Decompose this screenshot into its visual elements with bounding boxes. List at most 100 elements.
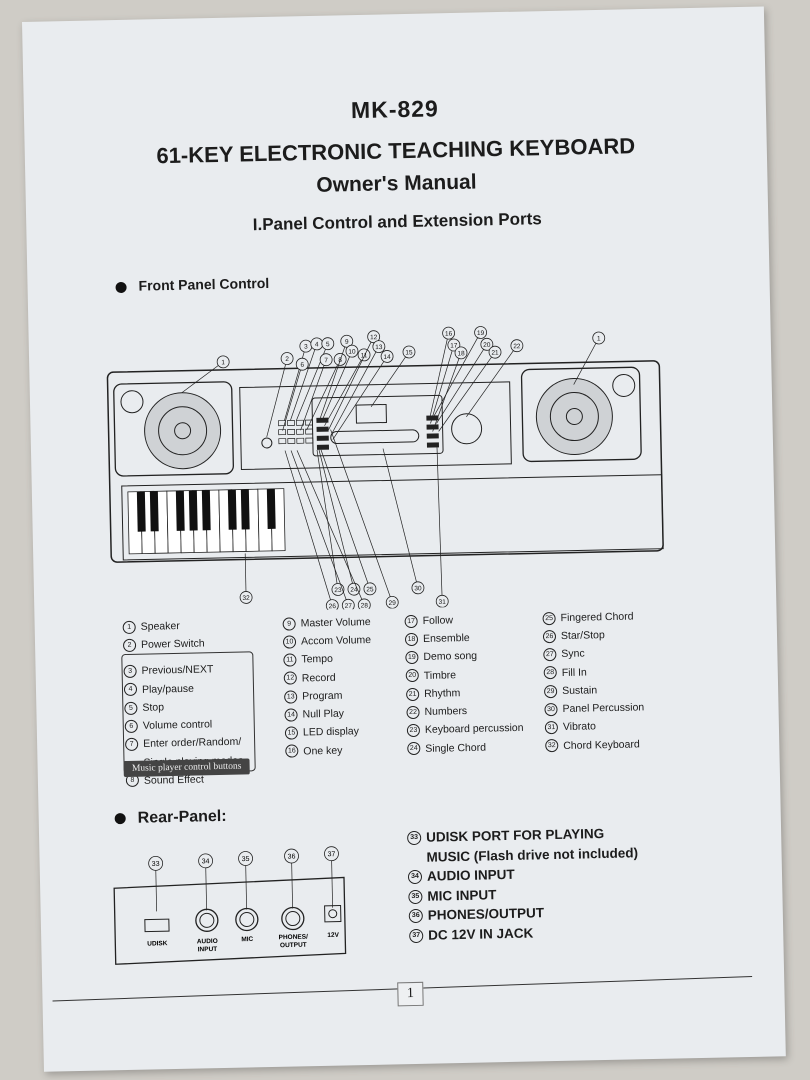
legend-label: Fill In [561, 666, 587, 679]
port-label: MIC [241, 936, 253, 943]
callout-number: 29 [543, 684, 558, 698]
leader-line [330, 346, 380, 436]
legend-label: Tempo [301, 653, 334, 666]
callout-circle [347, 582, 361, 596]
left-speaker [113, 381, 234, 477]
callout-label: 15 [405, 349, 413, 356]
black-key [227, 489, 237, 530]
panel-button [426, 424, 439, 430]
legend-label: Fingered Chord [560, 610, 634, 625]
legend-label: Power Switch [140, 637, 205, 652]
callout-label: 30 [414, 585, 422, 592]
callout-circle [216, 355, 230, 369]
rear-list-label: MUSIC (Flash drive not included) [426, 844, 639, 865]
bullet-icon [115, 281, 127, 293]
callout-label: 36 [288, 853, 296, 860]
legend-label: Single Chord [425, 741, 487, 755]
callout-label: 26 [329, 603, 337, 610]
rear-panel-heading: Rear-Panel: [114, 808, 227, 828]
callout-circle [385, 595, 399, 609]
rear-list-label: UDISK PORT FOR PLAYING [426, 825, 605, 845]
callout-numbers: 1234567891011121314151617181920212213223… [181, 326, 606, 613]
leader-line [296, 450, 365, 606]
callout-circle [321, 337, 335, 351]
leader-line [320, 341, 348, 418]
rear-list-label: DC 12V IN JACK [428, 924, 534, 943]
leader-line [205, 862, 207, 911]
panel-button [278, 429, 287, 436]
callout-label: 21 [491, 350, 499, 357]
panel-button [278, 420, 286, 427]
port-label: OUTPUT [280, 942, 307, 950]
callout-label: 17 [450, 342, 458, 349]
port-label: PHONES/ [279, 934, 309, 942]
callout-label: 31 [439, 599, 447, 606]
legend-label: Null Play [302, 707, 345, 721]
callout-number: 33 [407, 831, 422, 846]
panel-button [287, 429, 296, 435]
callout-circle [280, 352, 294, 365]
dc-jack-icon [324, 905, 342, 923]
callout-number: 34 [407, 870, 423, 885]
callout-number: 22 [406, 705, 420, 719]
callout-circle [340, 334, 354, 348]
manual-page: MK-829 61-KEY ELECTRONIC TEACHING KEYBOA… [22, 6, 786, 1072]
music-player-group-box [121, 651, 256, 775]
leader-line [330, 429, 393, 603]
callout-number: 36 [408, 909, 423, 924]
callout-circle [480, 337, 494, 351]
legend-label: Sync [561, 648, 585, 661]
leader-line [370, 351, 410, 407]
callout-label: 13 [375, 344, 383, 351]
legend-label: Record [301, 671, 336, 685]
black-key [175, 490, 185, 531]
callout-number: 30 [544, 702, 558, 717]
callout-circle [380, 350, 394, 363]
power-switch-icon [261, 437, 273, 449]
leader-line [181, 361, 224, 394]
callout-number: 37 [409, 928, 424, 944]
jack-port-inner-icon [199, 912, 215, 928]
legend-label: Ensemble [422, 632, 470, 646]
callout-label: 20 [483, 342, 491, 349]
callout-label: 3 [304, 344, 308, 351]
panel-button [316, 426, 329, 432]
leader-line [291, 860, 293, 909]
callout-label: 16 [445, 331, 453, 338]
callout-circle [148, 855, 164, 871]
callout-label: 33 [152, 861, 160, 868]
callout-label: 35 [242, 856, 250, 863]
callout-label: 6 [300, 362, 304, 369]
control-panel [239, 381, 512, 471]
callout-circle [324, 846, 339, 862]
leader-line [434, 332, 481, 416]
panel-button [296, 428, 305, 435]
black-key [201, 490, 211, 531]
page-number: 1 [397, 981, 424, 1007]
callout-label: 28 [361, 602, 369, 609]
jack-port-icon [281, 906, 305, 931]
keyboard-diagram: 1234567891011121314151617181920212213223… [106, 326, 664, 613]
piano-keys [121, 474, 664, 561]
callout-label: 19 [477, 330, 485, 337]
leader-line [382, 448, 419, 588]
leader-line [300, 359, 327, 431]
legend-label: Accom Volume [300, 634, 372, 648]
panel-button [426, 433, 439, 439]
callout-circle [454, 346, 468, 360]
leader-line [466, 345, 518, 417]
callout-label: 9 [345, 339, 349, 346]
legend-label: Keyboard percussion [424, 722, 524, 737]
callout-number: 32 [545, 739, 559, 753]
section-title: I.Panel Control and Extension Ports [252, 209, 542, 235]
leader-line [332, 356, 388, 440]
